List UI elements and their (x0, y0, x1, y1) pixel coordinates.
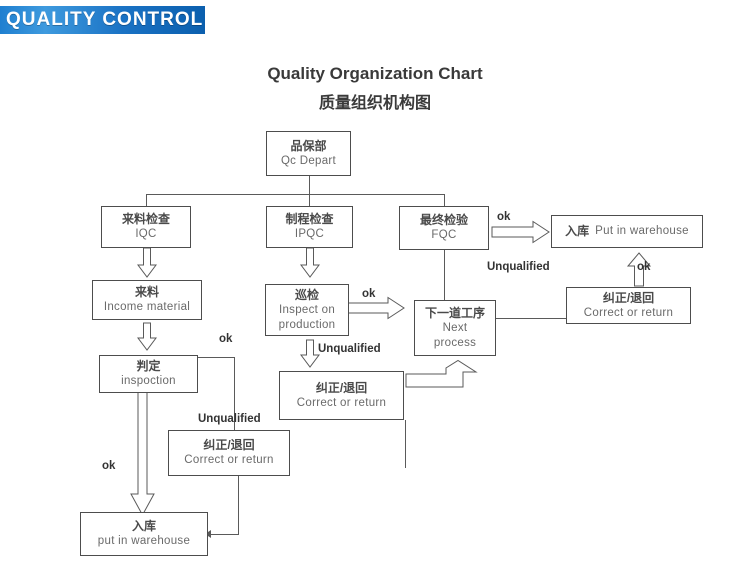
label-inspection-unqualified: Unqualified (198, 413, 261, 425)
node-qc-depart-cn: 品保部 (290, 138, 327, 153)
node-income-cn: 来料 (134, 285, 159, 300)
label-fqc-ok: ok (497, 211, 511, 223)
node-income-material[interactable]: 来料 Income material (92, 280, 202, 320)
line-qcdepart-stem (309, 176, 310, 194)
node-next-process[interactable]: 下一道工序 Next process (414, 300, 496, 356)
node-iqc-cn: 来料检查 (121, 212, 170, 227)
block-arrow-inspection-to-warehouse (130, 381, 156, 517)
node-warehouse-top[interactable]: 入库 Put in warehouse (551, 215, 703, 248)
line-level2-bus (146, 194, 444, 195)
node-warehouse-bottom-cn: 入库 (131, 519, 156, 534)
label-warehouse-ok: ok (102, 460, 116, 472)
line-correctmid-down (405, 420, 406, 468)
block-arrow-correctmid-to-next (405, 359, 478, 394)
line-correctleft-to-warehouse (210, 534, 239, 535)
quality-control-banner: QUALITY CONTROL (0, 6, 205, 34)
line-correctleft-down (238, 476, 239, 534)
block-arrow-income-to-inspection (137, 322, 157, 351)
block-arrow-ipqc-to-patrol (300, 247, 320, 278)
block-arrow-fqc-to-warehouse (491, 220, 550, 244)
node-correct-left-cn: 纠正/退回 (203, 438, 255, 453)
node-correct-mid-en: Correct or return (296, 396, 387, 409)
node-next-process-cn: 下一道工序 (424, 306, 485, 321)
block-arrow-patrol-to-correct (300, 339, 320, 368)
label-correct-right-ok: ok (637, 261, 651, 273)
node-correct-right-en: Correct or return (583, 306, 674, 319)
node-patrol-cn: 巡检 (294, 288, 319, 303)
chart-title-chinese: 质量组织机构图 (318, 95, 431, 112)
node-correct-right-cn: 纠正/退回 (602, 290, 655, 305)
label-patrol-unqualified: Unqualified (318, 343, 381, 355)
label-patrol-ok: ok (362, 288, 376, 300)
node-correct-right[interactable]: 纠正/退回 Correct or return (566, 287, 691, 324)
node-patrol-en2: production (278, 318, 336, 331)
node-income-en: Income material (103, 301, 191, 314)
line-drop-fqc (444, 194, 445, 206)
node-ipqc-cn: 制程检查 (285, 212, 334, 227)
node-correct-left[interactable]: 纠正/退回 Correct or return (168, 430, 290, 476)
line-inspection-down-unqualified (234, 357, 235, 430)
node-warehouse-bottom-en: put in warehouse (97, 535, 191, 548)
label-inspection-ok: ok (219, 333, 233, 345)
chart-title-english: Quality Organization Chart (267, 64, 483, 83)
node-next-process-en: Next (442, 322, 468, 335)
node-inspection-cn: 判定 (136, 359, 161, 374)
node-qc-depart-en: Qc Depart (280, 154, 337, 167)
node-patrol-en: Inspect on (278, 304, 336, 317)
node-iqc-en: IQC (135, 228, 157, 241)
node-warehouse-top-en: Put in warehouse (595, 225, 689, 238)
node-fqc-cn: 最终检验 (419, 213, 468, 228)
line-fqc-to-correct (444, 318, 567, 319)
node-fqc-en: FQC (431, 229, 457, 242)
block-arrow-correct-to-warehouse (626, 252, 652, 287)
arrowhead-into-warehouse (205, 530, 211, 538)
line-inspection-right (198, 357, 234, 358)
node-inspection-en: inspoction (121, 375, 176, 388)
node-fqc[interactable]: 最终检验 FQC (399, 206, 489, 250)
node-next-process-en2: process (433, 336, 477, 349)
node-warehouse-top-cn: 入库 (565, 224, 590, 238)
line-drop-ipqc (309, 194, 310, 206)
line-fqc-down (444, 250, 445, 318)
node-patrol-inspect[interactable]: 巡检 Inspect on production (265, 284, 349, 336)
label-fqc-unqualified: Unqualified (487, 261, 550, 273)
node-warehouse-bottom[interactable]: 入库 put in warehouse (80, 512, 208, 556)
banner-title: QUALITY CONTROL (6, 9, 204, 30)
line-drop-iqc (146, 194, 147, 206)
node-iqc[interactable]: 来料检查 IQC (101, 206, 191, 248)
node-correct-mid[interactable]: 纠正/退回 Correct or return (279, 371, 404, 420)
block-arrow-patrol-to-next (346, 296, 405, 320)
node-ipqc-en: IPQC (294, 228, 325, 241)
block-arrow-iqc-to-income (137, 247, 157, 278)
node-inspection[interactable]: 判定 inspoction (99, 355, 198, 393)
node-correct-mid-cn: 纠正/退回 (315, 380, 368, 395)
node-correct-left-en: Correct or return (184, 454, 274, 467)
node-qc-depart[interactable]: 品保部 Qc Depart (266, 131, 351, 176)
node-ipqc[interactable]: 制程检查 IPQC (266, 206, 353, 248)
